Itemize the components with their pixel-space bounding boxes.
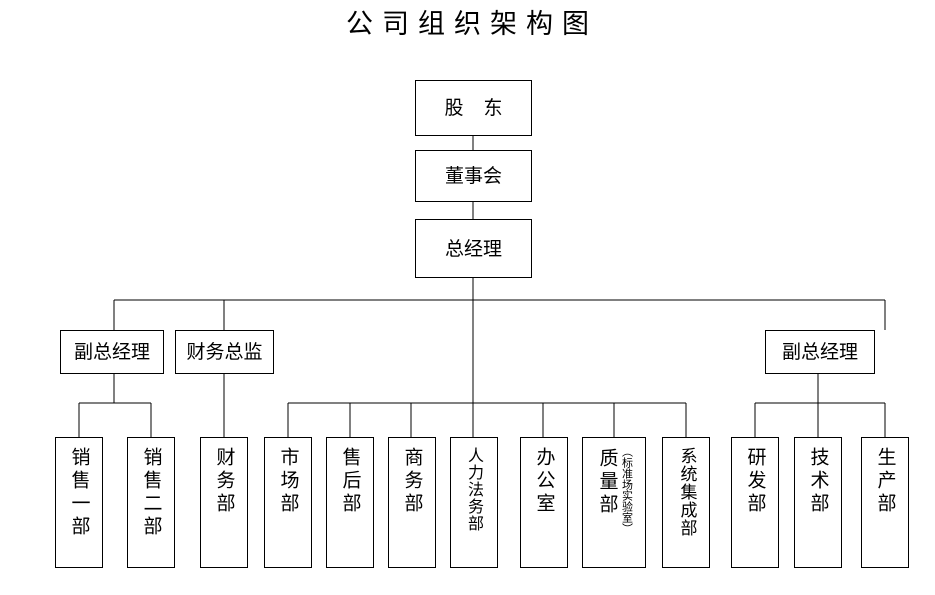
- node-quality-dept-content: （标准场实验室） 质量部: [583, 444, 645, 567]
- node-office-label: 办公室: [533, 447, 556, 516]
- node-deputy-gm-right[interactable]: 副总经理: [765, 330, 875, 374]
- node-business-dept-label: 商务部: [401, 447, 424, 516]
- node-cfo-label: 财务总监: [186, 341, 263, 363]
- node-deputy-gm-right-label: 副总经理: [781, 341, 858, 363]
- node-finance-dept-label: 财务部: [213, 447, 236, 516]
- node-general-manager[interactable]: 总经理: [415, 219, 532, 278]
- node-quality-dept[interactable]: （标准场实验室） 质量部: [582, 437, 646, 568]
- node-sales-dept-1[interactable]: 销售一部: [55, 437, 103, 568]
- node-hr-legal-dept-label: 人力法务部: [465, 447, 484, 532]
- node-production-dept-label: 生产部: [874, 447, 897, 516]
- node-board-of-directors-label: 董事会: [444, 165, 502, 187]
- node-cfo[interactable]: 财务总监: [175, 330, 274, 374]
- node-system-integration-dept-label: 系统集成部: [676, 447, 697, 537]
- node-board-of-directors[interactable]: 董事会: [415, 150, 532, 202]
- node-sales-dept-1-label: 销售一部: [68, 447, 91, 539]
- node-hr-legal-dept[interactable]: 人力法务部: [450, 437, 498, 568]
- node-marketing-dept-label: 市场部: [277, 447, 300, 516]
- node-technology-dept-label: 技术部: [807, 447, 830, 516]
- node-office[interactable]: 办公室: [520, 437, 568, 568]
- node-shareholders[interactable]: 股 东: [415, 80, 532, 136]
- node-deputy-gm-left-label: 副总经理: [73, 341, 150, 363]
- node-marketing-dept[interactable]: 市场部: [264, 437, 312, 568]
- node-finance-dept[interactable]: 财务部: [200, 437, 248, 568]
- node-deputy-gm-left[interactable]: 副总经理: [60, 330, 164, 374]
- node-after-sales-dept-label: 售后部: [339, 447, 362, 516]
- node-after-sales-dept[interactable]: 售后部: [326, 437, 374, 568]
- node-sales-dept-2-label: 销售二部: [140, 447, 163, 539]
- node-shareholders-label: 股 东: [444, 97, 510, 119]
- node-technology-dept[interactable]: 技术部: [794, 437, 842, 568]
- node-rnd-dept[interactable]: 研发部: [731, 437, 779, 568]
- node-general-manager-label: 总经理: [444, 237, 502, 260]
- node-system-integration-dept[interactable]: 系统集成部: [662, 437, 710, 568]
- node-sales-dept-2[interactable]: 销售二部: [127, 437, 175, 568]
- node-quality-dept-label: 质量部: [596, 448, 619, 517]
- page-title: 公司组织架构图: [346, 9, 598, 40]
- node-rnd-dept-label: 研发部: [744, 447, 767, 516]
- node-business-dept[interactable]: 商务部: [388, 437, 436, 568]
- node-quality-dept-note: （标准场实验室）: [620, 446, 634, 534]
- node-production-dept[interactable]: 生产部: [861, 437, 909, 568]
